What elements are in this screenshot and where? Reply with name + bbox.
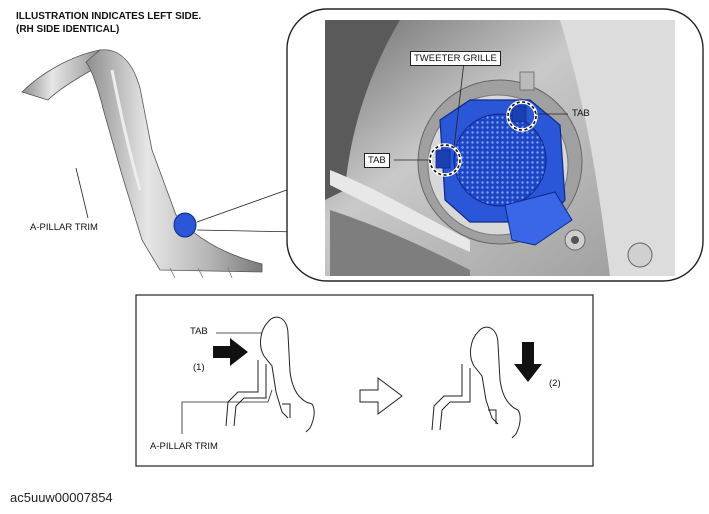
a-pillar-trim-illustration — [21, 49, 263, 279]
label-a-pillar-trim-top: A-PILLAR TRIM — [30, 222, 98, 233]
leader-tweeter-grille — [453, 61, 465, 149]
illustration-note: ILLUSTRATION INDICATES LEFT SIDE. (RH SI… — [16, 10, 201, 36]
label-tweeter-grille: TWEETER GRILLE — [410, 51, 501, 66]
note-line-2: (RH SIDE IDENTICAL) — [16, 24, 120, 35]
procedure-box — [135, 294, 594, 467]
callout-line-upper — [196, 185, 299, 223]
leader-a-pillar-top — [75, 167, 89, 219]
figure-code: ac5uuw00007854 — [10, 490, 113, 505]
label-tab-right: TAB — [572, 108, 590, 119]
label-a-pillar-trim-bottom: A-PILLAR TRIM — [150, 441, 218, 452]
trim-cross-section-before — [225, 316, 315, 433]
push-arrow-step1 — [213, 338, 248, 366]
transition-arrow-icon — [359, 377, 403, 415]
label-tab-left: TAB — [364, 153, 390, 168]
zoom-detail-view — [286, 8, 704, 282]
pull-down-arrow-step2 — [514, 342, 542, 382]
label-tab-bottom: TAB — [190, 326, 208, 337]
callout-line-lower — [196, 229, 301, 233]
leader-a-pillar-bottom — [181, 389, 273, 434]
trim-cross-section-after — [431, 326, 521, 439]
note-line-1: ILLUSTRATION INDICATES LEFT SIDE. — [16, 11, 202, 22]
label-step-2: (2) — [549, 378, 561, 389]
label-step-1: (1) — [193, 362, 205, 373]
